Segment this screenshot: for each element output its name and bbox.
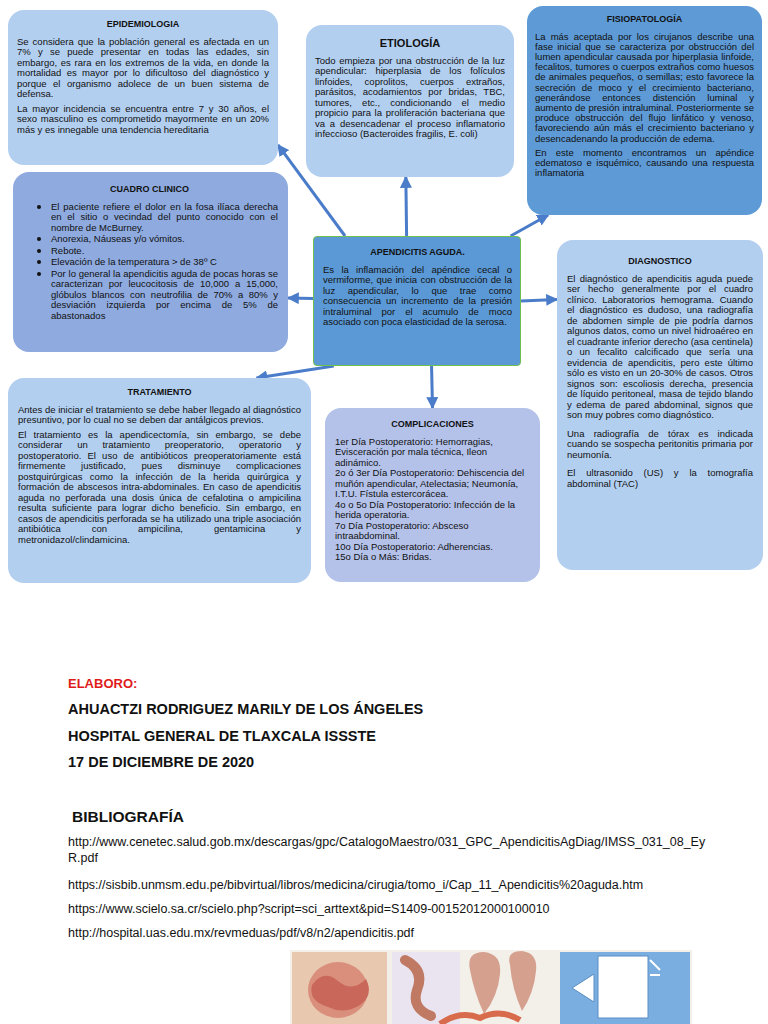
appendix-illustration: [290, 950, 692, 1024]
box-text: El tratamiento es la apendicectomía, sin…: [18, 430, 301, 546]
bullet-text: Anorexia, Náuseas y/o vómitos.: [51, 233, 185, 244]
box-text: Antes de iniciar el tratamiento se debe …: [18, 405, 301, 426]
bullet-text: Elevación de la temperatura > de 38º C: [51, 256, 217, 267]
box-text: Una radiografía de tórax es indicada cua…: [567, 429, 753, 461]
connector-arrow: [511, 215, 549, 236]
box-heading: ETIOLOGÍA: [315, 38, 505, 49]
concept-box: FISIOPATOLOGÍA La más aceptada por los ci…: [527, 6, 762, 215]
bullet-text: Por lo general la apendicitis aguda de p…: [51, 268, 278, 321]
credit-text: AHUACTZI RODRIGUEZ MARILY DE LOS ÁNGELES: [68, 700, 708, 718]
box-text: En este momento encontramos un apéndice …: [535, 148, 754, 179]
bullet-text: Rebote.: [51, 245, 84, 256]
box-text: 4o o 5o Día Postoperatorio: Infección de…: [335, 500, 530, 521]
box-text: Se considera que la población general es…: [17, 37, 269, 100]
concept-box: ETIOLOGÍA Todo empieza por una obstrucció…: [306, 25, 514, 177]
box-text: 7o Día Postoperatorio: Absceso intraabdo…: [335, 521, 530, 542]
concept-box: APENDICITIS AGUDA. Es la inflamación del …: [313, 236, 521, 366]
box-heading: APENDICITIS AGUDA.: [323, 247, 512, 258]
bullet-dot: [37, 260, 41, 264]
concept-box: EPIDEMIOLOGIA Se considera que la poblaci…: [8, 10, 278, 165]
box-text: Todo empieza por una obstrucción de la l…: [315, 56, 505, 140]
reference-url: http://www.cenetec.salud.gob.mx/descarga…: [68, 835, 708, 866]
bullet-dot: [37, 205, 41, 209]
reference-url: https://sisbib.unmsm.edu.pe/bibvirtual/l…: [68, 878, 758, 894]
reference-url: http://hospital.uas.edu.mx/revmeduas/pdf…: [68, 926, 758, 942]
bullet-dot: [37, 237, 41, 241]
bullet-item: El paciente refiere el dolor en la fosa …: [21, 202, 278, 234]
credit-text: HOSPITAL GENERAL DE TLAXCALA ISSSTE: [68, 727, 708, 745]
connector-arrow: [288, 297, 313, 300]
box-heading: DIAGNOSTICO: [567, 256, 753, 267]
bullet-text: El paciente refiere el dolor en la fosa …: [51, 201, 278, 233]
box-heading: FISIOPATOLOGÍA: [535, 14, 754, 25]
box-text: 2o ó 3er Día Postoperatorio: Dehiscencia…: [335, 468, 530, 500]
bullet-item: Por lo general la apendicitis aguda de p…: [21, 269, 278, 322]
concept-box: CUADRO CLINICO El paciente refiere el dol…: [13, 172, 288, 352]
bullet-item: Anorexia, Náuseas y/o vómitos.: [21, 234, 278, 245]
connector-arrow: [256, 366, 333, 378]
connector-arrow: [521, 299, 557, 301]
bullet-dot: [37, 272, 41, 276]
box-text: El diagnóstico de apendicitis aguda pued…: [567, 274, 753, 421]
connector-arrow: [430, 366, 434, 408]
connector-arrow: [404, 177, 408, 236]
box-text: 1er Día Postoperatorio: Hemorragias, Evi…: [335, 437, 530, 469]
bullet-dot: [37, 249, 41, 253]
box-text: Es la inflamación del apéndice cecal o v…: [323, 265, 512, 328]
bullet-item: Rebote.: [21, 246, 278, 257]
box-heading: TRATAMIENTO: [18, 387, 301, 398]
box-heading: CUADRO CLINICO: [21, 184, 278, 195]
box-text: 15o Día o Más: Bridas.: [335, 552, 530, 563]
box-heading: COMPLICACIONES: [335, 419, 530, 430]
bullet-item: Elevación de la temperatura > de 38º C: [21, 257, 278, 268]
box-heading: EPIDEMIOLOGIA: [17, 19, 269, 30]
credit-text: BIBLIOGRAFÍA: [72, 807, 372, 826]
reference-url: https://www.scielo.sa.cr/scielo.php?scri…: [68, 902, 758, 918]
credit-text: ELABORO:: [68, 676, 368, 692]
box-text: La mayor incidencia se encuentra entre 7…: [17, 104, 269, 136]
box-text: El ultrasonido (US) y la tomografía abdo…: [567, 468, 753, 489]
box-text: La más aceptada por los cirujanos descri…: [535, 32, 754, 144]
concept-box: TRATAMIENTO Antes de iniciar el tratamien…: [8, 378, 311, 583]
concept-box: DIAGNOSTICO El diagnóstico de apendicitis…: [557, 240, 763, 570]
box-text: 10o Día Postoperatorio: Adherencias.: [335, 542, 530, 553]
concept-box: COMPLICACIONES 1er Día Postoperatorio: He…: [325, 408, 540, 582]
credit-text: 17 DE DICIEMBRE DE 2020: [68, 753, 708, 771]
